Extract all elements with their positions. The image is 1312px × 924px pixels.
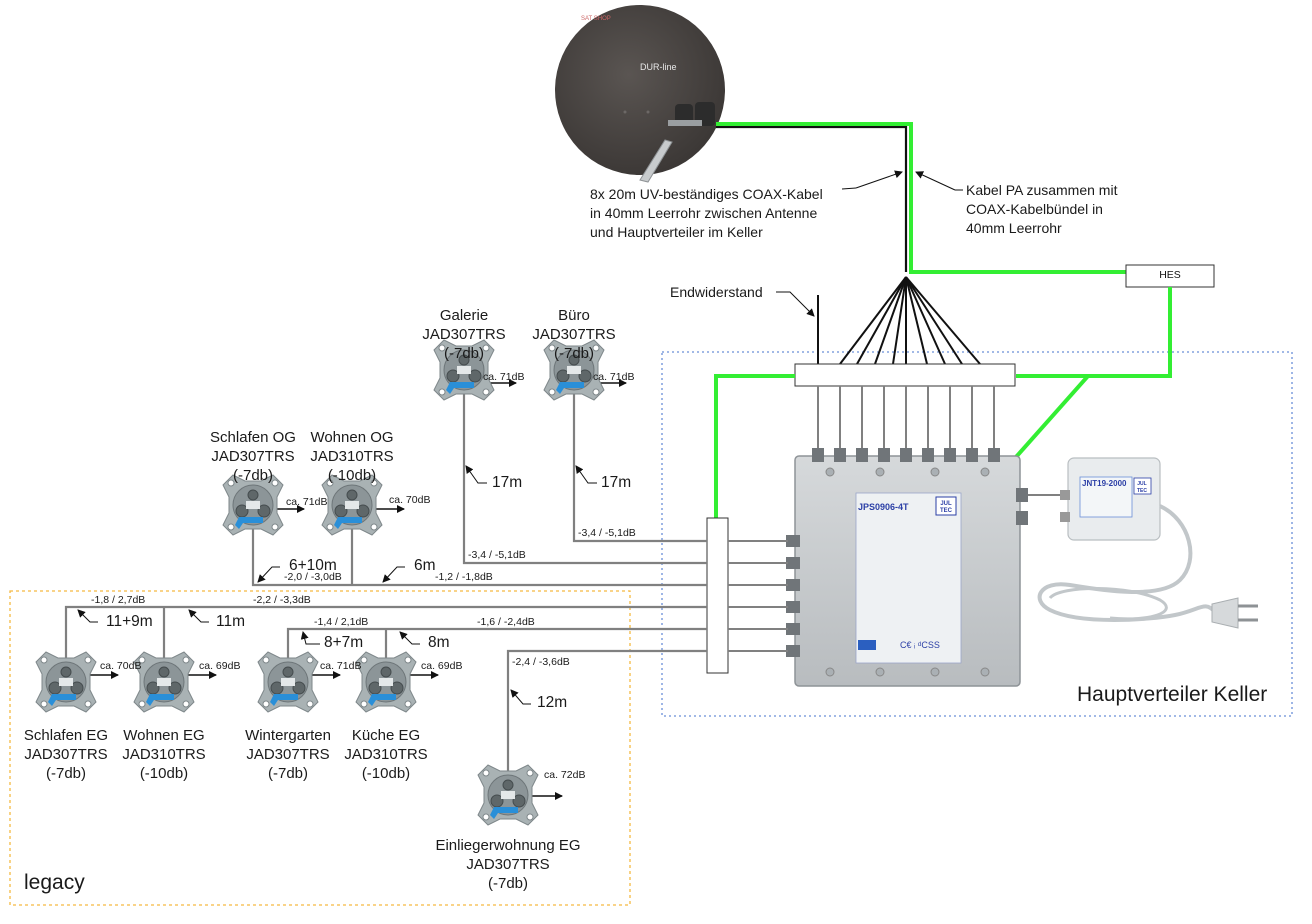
- cable-length-schlafen-og: 6+10m: [289, 557, 337, 574]
- loss-wohnen-eg: -2,2 / -3,3dB: [253, 594, 311, 606]
- level-wohnen-og: ca. 70dB: [389, 494, 431, 506]
- coax-fanout: [839, 276, 981, 365]
- legacy-label: legacy: [24, 871, 85, 894]
- hes-label: HES: [1159, 269, 1181, 281]
- outlet-wintergarten: [257, 651, 319, 713]
- line-og: [251, 520, 707, 587]
- cable-length-wohnen-eg: 11m: [216, 613, 246, 630]
- coax-trunk: [716, 125, 908, 272]
- ground-cable-hes: [1016, 287, 1172, 378]
- outlet-wohnen-eg: [133, 651, 195, 713]
- watermark: SAT SHOP: [581, 16, 611, 22]
- psu-model: JNT19-2000: [1082, 479, 1127, 488]
- level-schlafen-og: ca. 71dB: [286, 496, 328, 508]
- level-schlafen-eg: ca. 70dB: [100, 660, 142, 672]
- loss-kueche-eg: -1,6 / -2,4dB: [477, 616, 535, 628]
- level-wintergarten: ca. 71dB: [320, 660, 362, 672]
- loss-wintergarten: -1,4 / 2,1dB: [314, 616, 369, 628]
- main-distributor-label: Hauptverteiler Keller: [1077, 683, 1268, 706]
- level-kueche-eg: ca. 69dB: [421, 660, 463, 672]
- level-wohnen-eg: ca. 69dB: [199, 660, 241, 672]
- loss-schlafen-og: -2,0 / -3,0dB: [284, 571, 342, 583]
- outlet-kueche-eg: [355, 651, 417, 713]
- outlet-einliegerwohnung: [477, 764, 539, 826]
- svg-text:TEC: TEC: [1137, 488, 1147, 494]
- line-galerie: [462, 386, 707, 565]
- coax-cable-note: 8x 20m UV-beständiges COAX-Kabel in 40mm…: [590, 186, 823, 240]
- cable-length-einliegerwohnung: 12m: [537, 694, 568, 711]
- level-einliegerwohnung: ca. 72dB: [544, 769, 586, 781]
- cable-length-schlafen-eg: 11+9m: [106, 613, 153, 630]
- cable-length-kueche-eg: 8m: [428, 634, 450, 651]
- loss-galerie: -3,4 / -5,1dB: [468, 549, 526, 561]
- legacy-area: [9, 590, 631, 906]
- ground-bar: [794, 363, 1016, 387]
- satellite-dish: DUR-line SAT SHOP: [555, 5, 725, 183]
- level-galerie: ca. 71dB: [483, 371, 525, 383]
- cable-length-wohnen-og: 6m: [414, 557, 436, 574]
- main-distributor-area: [661, 351, 1293, 717]
- distribution-block: [706, 517, 729, 674]
- terminator-label: Endwiderstand: [670, 284, 763, 300]
- ground-cable-switch: [714, 374, 795, 518]
- svg-text:JUL: JUL: [940, 501, 952, 507]
- cable-length-buero: 17m: [601, 474, 632, 491]
- cable-length-wintergarten: 8+7m: [324, 634, 364, 651]
- level-buero: ca. 71dB: [593, 371, 635, 383]
- svg-text:C€ ᵢ ᵈCSS: C€ ᵢ ᵈCSS: [900, 640, 940, 650]
- ground-cable-pa: [716, 122, 1126, 274]
- outlet-schlafen-eg: [35, 651, 97, 713]
- line-einlieger: [506, 649, 707, 795]
- loss-wohnen-og: -1,2 / -1,8dB: [435, 571, 493, 583]
- multiswitch-model: JPS0906-4T: [858, 502, 909, 512]
- line-buero: [572, 386, 707, 543]
- svg-text:TEC: TEC: [940, 508, 953, 514]
- loss-buero: -3,4 / -5,1dB: [578, 527, 636, 539]
- power-supply: JNT19-2000 JUL TEC: [1037, 457, 1258, 629]
- svg-text:JUL: JUL: [1137, 481, 1146, 487]
- cable-length-galerie: 17m: [492, 474, 523, 491]
- line-eg-west: [64, 605, 707, 675]
- multiswitch: JUL TEC JPS0906-4T C€ ᵢ ᵈCSS: [786, 448, 1028, 687]
- loss-einliegerwohnung: -2,4 / -3,6dB: [512, 656, 570, 668]
- dish-brand: DUR-line: [640, 62, 677, 72]
- loss-schlafen-eg: -1,8 / 2,7dB: [91, 594, 146, 606]
- pa-cable-note: Kabel PA zusammen mit COAX-Kabelbündel i…: [966, 182, 1118, 236]
